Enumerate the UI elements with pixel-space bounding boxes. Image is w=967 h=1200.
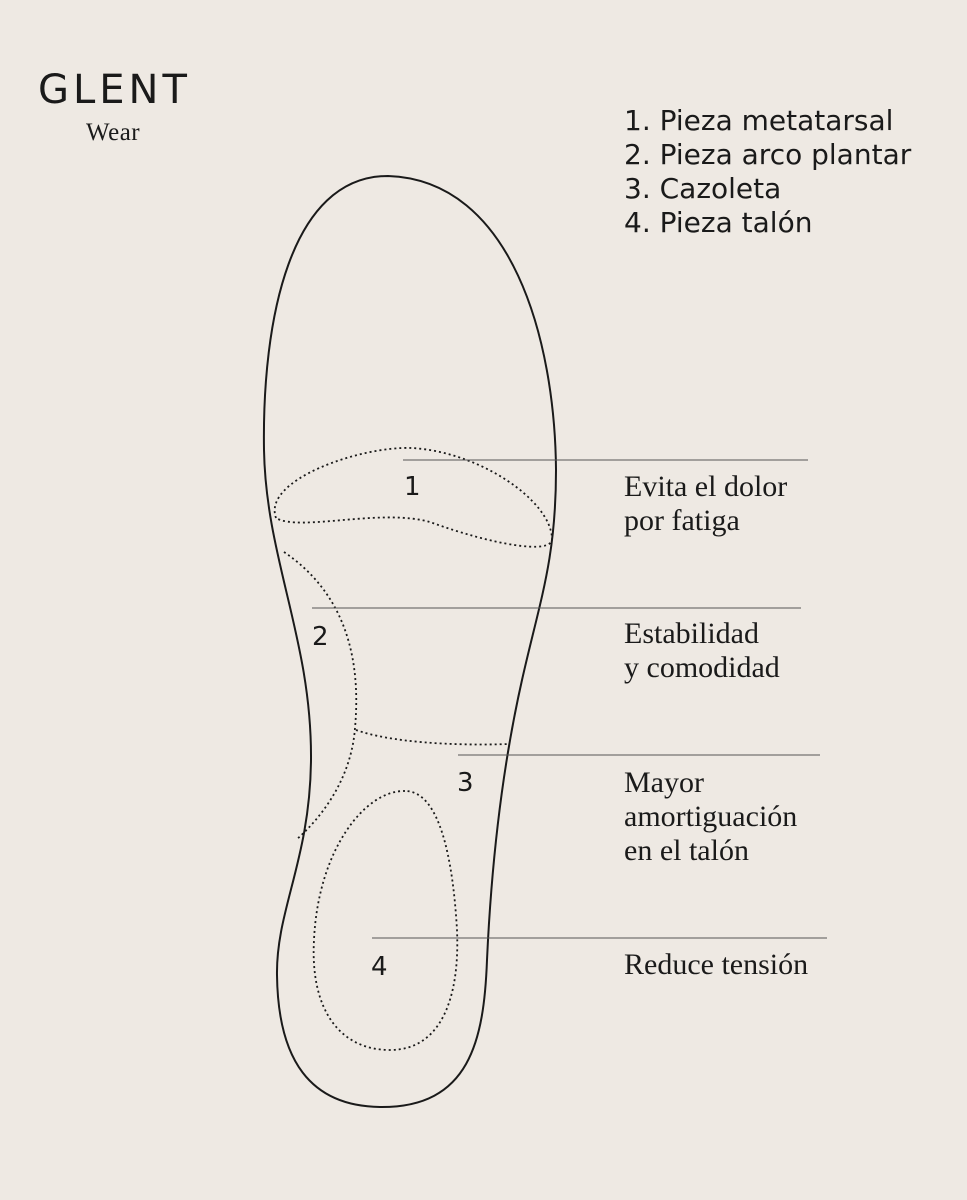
part-description-1: Evita el dolor por fatiga	[624, 470, 788, 537]
parts-legend: 1. Pieza metatarsal 2. Pieza arco planta…	[624, 104, 911, 240]
arch-piece	[283, 551, 358, 841]
legend-item: 3. Cazoleta	[624, 172, 782, 205]
part-number-4: 4	[371, 952, 388, 982]
brand-name: GLENT	[38, 67, 191, 113]
legend-item: 4. Pieza talón	[624, 206, 813, 239]
legend-item: 2. Pieza arco plantar	[624, 138, 912, 171]
part-number-3: 3	[457, 768, 474, 798]
heel-cup-piece	[355, 729, 511, 746]
part-description-2: Estabilidad y comodidad	[624, 617, 780, 684]
brand-subtitle: Wear	[86, 119, 141, 146]
part-number-2: 2	[312, 622, 329, 652]
metatarsal-piece	[273, 447, 553, 548]
part-description-3: Mayor amortiguación en el talón	[624, 766, 798, 867]
part-number-1: 1	[404, 472, 421, 502]
part-description-4: Reduce tensión	[624, 948, 809, 981]
heel-piece	[312, 790, 459, 1051]
insole-outline	[262, 174, 558, 1109]
legend-item: 1. Pieza metatarsal	[624, 104, 894, 137]
